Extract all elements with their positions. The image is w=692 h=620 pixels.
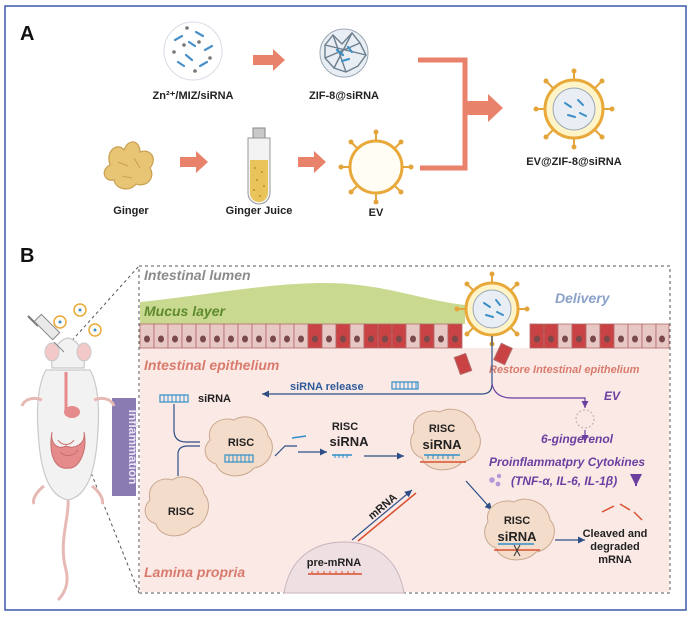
sirna-label-active: siRNA — [422, 437, 462, 452]
sirna-label-left: siRNA — [198, 393, 231, 405]
delivery-label: Delivery — [555, 290, 611, 306]
ev-label: EV — [369, 207, 384, 219]
figure-frame — [4, 5, 687, 611]
inflammation-bar — [112, 398, 136, 496]
pre-mrna-strand-icon — [308, 571, 362, 575]
ginger-label: Ginger — [113, 205, 149, 217]
cytokine-list-label: (TNF-α, IL-6, IL-1β) — [511, 474, 617, 488]
risc-loaded-complex-icon — [204, 416, 273, 477]
arrow-to-ev — [298, 151, 326, 173]
ev-delivery-arrow — [491, 383, 589, 408]
gingerenol-label: 6-gingerenol — [541, 432, 614, 446]
extracellular-vesicle-icon — [338, 129, 414, 205]
pre-mrna-label: pre-mRNA — [307, 557, 361, 569]
empty-ev-icon — [575, 409, 595, 429]
risc-label-cleavage: RISC — [504, 515, 530, 527]
merge-connector — [418, 57, 468, 171]
to-cleavage-arrow — [465, 480, 493, 511]
mrna-export-arrow — [351, 489, 413, 541]
restore-epithelium-label: Restore Intestinal epithelium — [489, 364, 640, 376]
arrow-to-product — [465, 94, 503, 122]
panel-a-label: A — [20, 23, 34, 45]
zn-mixture-icon — [163, 21, 223, 81]
sirna-label-cleavage: siRNA — [497, 529, 537, 544]
risc-label-loaded: RISC — [228, 437, 254, 449]
intestinal-epithelium-label: Intestinal epithelium — [144, 357, 279, 373]
ginger-icon — [103, 141, 154, 190]
panel-b-label: B — [20, 245, 34, 267]
risc-label-active: RISC — [429, 423, 455, 435]
arrow-to-juice — [180, 151, 208, 173]
zif8-label: ZIF-8@siRNA — [309, 90, 379, 102]
merge-line-risc — [177, 445, 200, 476]
mouse-icon — [20, 337, 116, 602]
active-risc-icon — [410, 408, 481, 471]
zif8-crystal-icon — [319, 28, 369, 78]
product-label: EV@ZIF-8@siRNA — [526, 156, 621, 168]
sirna-duplex-icon-left — [159, 394, 189, 403]
syringe-icon — [27, 313, 65, 353]
cytokines-label: Proinflammatpry Cytokines — [489, 455, 645, 469]
mrna-strand — [357, 492, 417, 542]
separated-strands-icon — [291, 435, 352, 458]
ev-zif8-sirna-delivery-icon — [454, 271, 530, 347]
zn-mixture-label: Zn²⁺/MIZ/siRNA — [153, 90, 234, 102]
detached-cells — [453, 342, 513, 376]
risc-label-mid: RISC — [332, 421, 358, 433]
sirna-duplex-icon-release — [391, 381, 419, 390]
ev-label-b: EV — [604, 389, 621, 403]
unwinding-mark — [274, 445, 297, 457]
merge-line-sirna — [173, 404, 200, 443]
cleaved-label-3: mRNA — [598, 554, 632, 566]
ev-zif8-sirna-icon — [533, 68, 615, 150]
mucus-layer-label: Mucus layer — [144, 303, 226, 319]
epithelial-cells-right — [529, 323, 670, 349]
ev-particles-icon — [53, 303, 102, 337]
sirna-label-mid: siRNA — [329, 434, 369, 449]
arrow-to-zif — [253, 49, 285, 71]
intestinal-lumen-label: Intestinal lumen — [144, 267, 251, 283]
cleaved-label-1: Cleaved and — [583, 528, 648, 540]
cytokine-dots-icon — [489, 473, 502, 487]
risc-protein-icon — [144, 476, 209, 537]
cleaved-label-2: degraded — [590, 541, 640, 553]
test-tube-icon — [247, 127, 271, 205]
lamina-propria-label: Lamina propria — [144, 564, 245, 580]
nucleus-dome — [283, 541, 405, 594]
ginger-juice-label: Ginger Juice — [226, 205, 293, 217]
cleavage-risc-icon — [484, 498, 555, 561]
inflammation-label: Inflammation — [126, 410, 140, 485]
mucus-layer — [140, 282, 465, 324]
risc-label-free: RISC — [168, 506, 194, 518]
epithelial-cells-left — [139, 323, 463, 349]
sirna-release-label: siRNA release — [290, 381, 364, 393]
degraded-mrna-icon — [601, 503, 643, 521]
